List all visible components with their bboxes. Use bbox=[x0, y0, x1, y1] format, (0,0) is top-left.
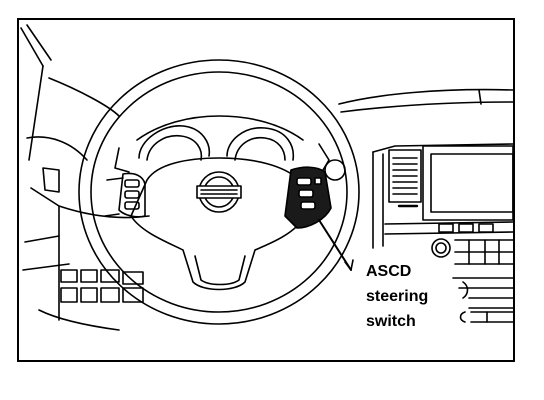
callout-label-line-3: switch bbox=[365, 311, 417, 332]
callout-label-line-2: steering bbox=[365, 286, 430, 307]
right-lower-trim bbox=[459, 281, 513, 323]
callout-label-line-1: ASCD bbox=[365, 261, 413, 282]
callout-leader-line bbox=[318, 219, 354, 271]
windshield-lines bbox=[20, 24, 52, 161]
ascd-steering-switch bbox=[284, 166, 332, 229]
left-spoke-switches bbox=[104, 172, 146, 218]
steering-wheel-diagram bbox=[20, 24, 513, 331]
wheel-hub bbox=[130, 157, 306, 291]
steering-wheel-rim bbox=[78, 59, 360, 325]
illustration-frame: ASCD steering switch bbox=[17, 18, 515, 362]
left-dash-panel bbox=[22, 187, 150, 331]
left-switch-panel bbox=[60, 269, 144, 303]
center-console bbox=[372, 143, 513, 289]
dashboard-contour bbox=[26, 77, 513, 161]
nissan-emblem-icon bbox=[196, 171, 242, 213]
left-air-vent bbox=[42, 167, 60, 193]
instrument-cluster bbox=[114, 115, 346, 181]
